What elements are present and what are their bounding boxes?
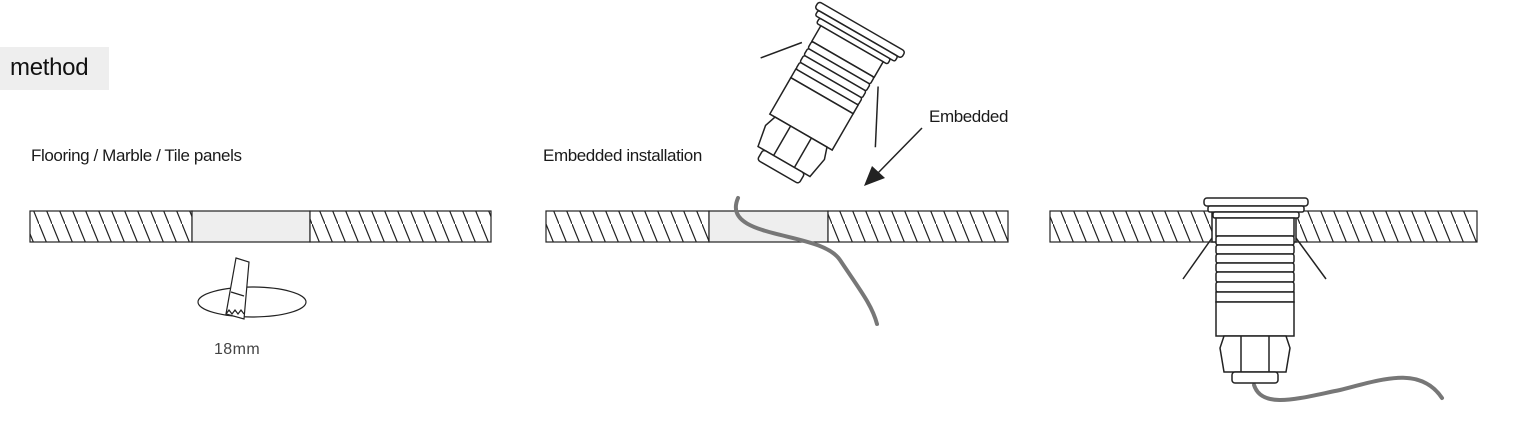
step2-cable <box>733 196 879 326</box>
embedded-installation-label: Embedded installation <box>543 146 702 165</box>
method-header: method <box>10 54 89 81</box>
panel-material-label: Flooring / Marble / Tile panels <box>31 146 242 165</box>
embedded-label: Embedded <box>929 107 1009 126</box>
step1-panel <box>29 210 492 243</box>
step2-panel <box>545 210 1009 243</box>
drill-bit-icon <box>197 257 307 320</box>
method-header-box <box>0 47 109 90</box>
step2-light-fixture-icon <box>757 1 905 184</box>
hole-size-label: 18mm <box>214 341 261 358</box>
step3-cable <box>1252 375 1444 403</box>
embedded-arrow-icon <box>864 127 923 186</box>
step3-light-fixture-icon <box>1182 197 1327 384</box>
